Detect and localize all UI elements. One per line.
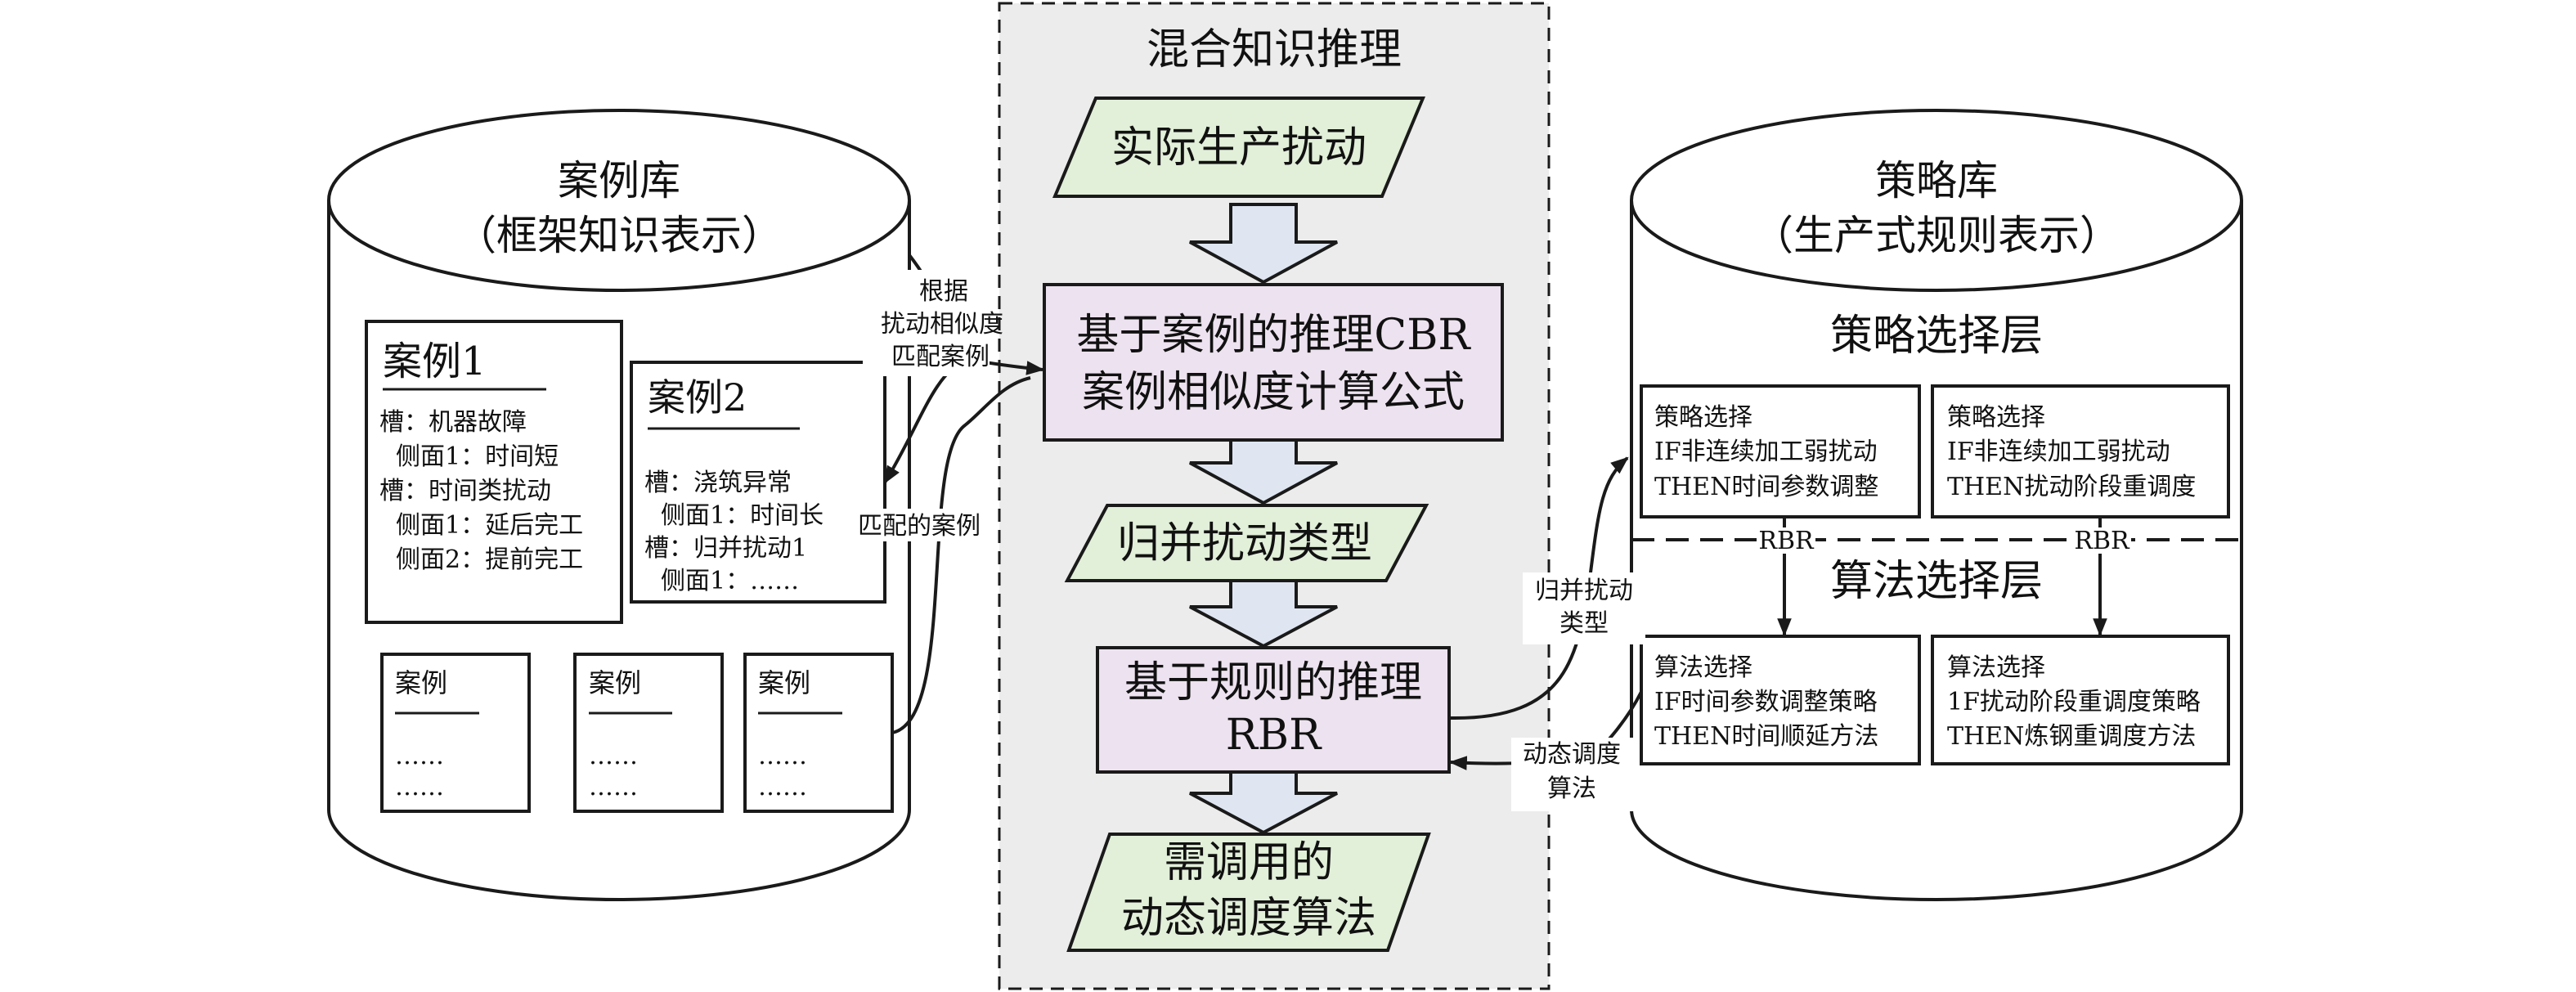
- algorithm-box-if: 1F扰动阶段重调度策略: [1947, 688, 2201, 716]
- rbr-label-left: RBR: [1758, 527, 1815, 555]
- small-case-connector: [891, 376, 1031, 734]
- algorithm-box-if: IF时间参数调整策略: [1654, 688, 1878, 716]
- match-label-line3: 匹配案例: [891, 343, 990, 371]
- algorithm-box-1: 算法选择 IF时间参数调整策略 THEN时间顺延方法: [1640, 635, 1921, 765]
- case-1-line: 槽：机器故障: [379, 408, 527, 437]
- flow-arrow-1: [1189, 203, 1338, 285]
- algorithm-box-2: 算法选择 1F扰动阶段重调度策略 THEN炼钢重调度方法: [1931, 635, 2230, 765]
- rbr-node: 基于规则的推理 RBR: [1096, 646, 1451, 774]
- actual-disturbance-label: 实际生产扰动: [1111, 123, 1367, 173]
- strategy-box-1: 策略选择 IF非连续加工弱扰动 THEN时间参数调整: [1640, 384, 1921, 518]
- case-1-line: 侧面1：时间短: [396, 442, 559, 471]
- strategy-library-title: 策略库: [1875, 157, 1998, 204]
- case-2-frame: 案例2 槽：浇筑异常 侧面1：时间长 槽：归并扰动1 侧面1：……: [630, 361, 886, 604]
- small-case-title: 案例: [395, 667, 447, 698]
- strategy-box-title: 策略选择: [1947, 403, 2045, 432]
- case-1-title: 案例1: [383, 339, 487, 384]
- strategy-box-then: THEN时间参数调整: [1654, 473, 1878, 501]
- small-case-line: ……: [395, 773, 444, 801]
- rbr-label-right: RBR: [2074, 527, 2130, 555]
- merge-type-node: 归并扰动类型: [1064, 504, 1429, 582]
- small-case-2: 案例 …… ……: [573, 653, 724, 813]
- strategy-library-cylinder: 策略库 （生产式规则表示） 策略选择层 策略选择 IF非连续加工弱扰动 THEN…: [1630, 109, 2243, 901]
- flow-arrow-4: [1189, 770, 1338, 835]
- panel-title: 混合知识推理: [1147, 25, 1402, 74]
- central-flow: 实际生产扰动 基于案例的推理CBR 案例相似度计算公式 归并扰动类型 基于规则的…: [1043, 97, 1504, 952]
- match-label-line2: 扰动相似度: [881, 310, 1003, 339]
- algorithm-box-then: THEN炼钢重调度方法: [1947, 722, 2196, 751]
- case-1-line: 侧面1：延后完工: [396, 511, 583, 540]
- merge-type-label: 归并扰动类型: [1117, 519, 1372, 568]
- case-2-line: 槽：归并扰动1: [644, 534, 807, 563]
- small-case-title: 案例: [758, 667, 810, 698]
- small-case-line: ……: [589, 742, 638, 770]
- cbr-label-line2: 案例相似度计算公式: [1082, 368, 1465, 417]
- flow-arrow-2: [1189, 438, 1338, 505]
- strategy-box-2: 策略选择 IF非连续加工弱扰动 THEN扰动阶段重调度: [1931, 384, 2230, 518]
- dynamic-algo-label-line1: 动态调度: [1523, 740, 1621, 769]
- small-case-line: ……: [589, 773, 638, 801]
- small-case-3: 案例 …… ……: [743, 653, 894, 813]
- actual-disturbance-node: 实际生产扰动: [1052, 97, 1425, 198]
- flow-arrow-3: [1189, 579, 1338, 649]
- case-library-title: 案例库: [558, 157, 680, 204]
- strategy-layer-title: 策略选择层: [1830, 312, 2043, 361]
- output-algorithm-node: 需调用的 动态调度算法: [1066, 833, 1431, 952]
- case-library-subtitle: （框架知识表示）: [456, 212, 783, 259]
- matched-case-label: 匹配的案例: [858, 512, 981, 541]
- output-label-line1: 需调用的: [1164, 838, 1334, 887]
- case-2-line: 侧面1：时间长: [661, 501, 824, 530]
- dynamic-algo-label-line2: 算法: [1547, 774, 1596, 803]
- merged-type-label-line1: 归并扰动: [1535, 577, 1633, 605]
- algorithm-box-then: THEN时间顺延方法: [1654, 722, 1878, 751]
- case-1-line: 槽：时间类扰动: [379, 477, 551, 505]
- algorithm-layer-title: 算法选择层: [1830, 557, 2043, 606]
- edge-labels: 根据 扰动相似度 匹配案例 匹配的案例 归并扰动 类型 动态调度 算法: [855, 270, 1645, 811]
- strategy-box-then: THEN扰动阶段重调度: [1947, 473, 2196, 501]
- small-case-line: ……: [395, 742, 444, 770]
- small-case-title: 案例: [589, 667, 641, 698]
- cbr-label-line1: 基于案例的推理CBR: [1076, 311, 1471, 360]
- algorithm-box-title: 算法选择: [1654, 653, 1752, 682]
- rbr-label-line1: 基于规则的推理: [1124, 658, 1422, 707]
- small-case-line: ……: [758, 773, 807, 801]
- strategy-box-if: IF非连续加工弱扰动: [1947, 438, 2170, 466]
- strategy-box-title: 策略选择: [1654, 403, 1752, 432]
- rbr-label-line2: RBR: [1226, 711, 1322, 760]
- small-case-1: 案例 …… ……: [380, 653, 531, 813]
- case-1-frame: 案例1 槽：机器故障 侧面1：时间短 槽：时间类扰动 侧面1：延后完工 侧面2：…: [365, 320, 623, 624]
- case-library-cylinder: 案例库 （框架知识表示） 案例1 槽：机器故障 侧面1：时间短 槽：时间类扰动 …: [327, 109, 911, 901]
- cbr-node: 基于案例的推理CBR 案例相似度计算公式: [1043, 283, 1504, 442]
- match-label-line1: 根据: [919, 277, 968, 306]
- strategy-library-subtitle: （生产式规则表示）: [1752, 212, 2120, 259]
- output-label-line2: 动态调度算法: [1121, 894, 1376, 943]
- strategy-box-if: IF非连续加工弱扰动: [1654, 438, 1878, 466]
- small-case-line: ……: [758, 742, 807, 770]
- case-2-title: 案例2: [648, 375, 747, 420]
- merged-type-label-line2: 类型: [1560, 609, 1609, 638]
- case-2-line: 侧面1：……: [661, 567, 799, 595]
- algorithm-box-title: 算法选择: [1947, 653, 2045, 682]
- case-2-line: 槽：浇筑异常: [644, 469, 792, 497]
- case-1-line: 侧面2：提前完工: [396, 545, 583, 574]
